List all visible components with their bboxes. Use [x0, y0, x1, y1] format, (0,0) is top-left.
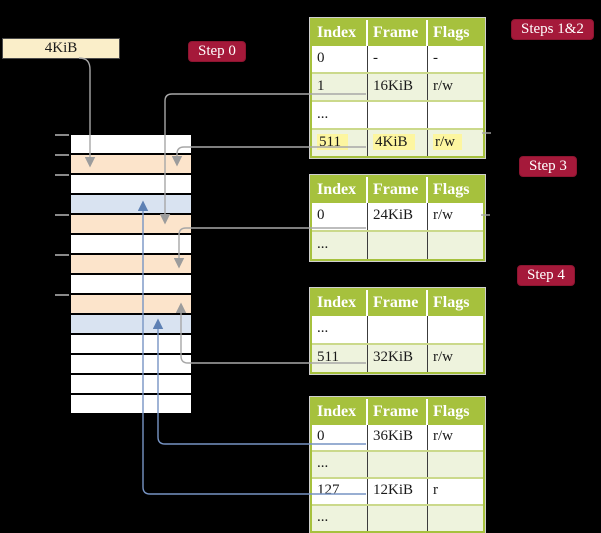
memory-row-plain — [71, 235, 191, 255]
table-cell: 511 — [312, 345, 368, 372]
table-cell: 16KiB — [368, 74, 428, 100]
header-cell: Index — [312, 399, 368, 425]
table-cell — [368, 316, 428, 343]
badge-step-3: Step 3 — [519, 156, 577, 177]
address-tick — [55, 134, 69, 136]
table-cell — [428, 232, 483, 259]
header-cell: Frame — [368, 290, 428, 316]
header-cell: Index — [312, 177, 368, 203]
memory-row-plain — [71, 275, 191, 295]
header-cell: Flags — [433, 181, 470, 198]
table-cell — [368, 102, 428, 128]
header-cell: Flags — [433, 294, 470, 311]
table-cell: 511 — [312, 130, 368, 156]
memory-row-frame — [71, 255, 191, 275]
table-cell: - — [368, 46, 428, 72]
highlighted-value: r/w — [433, 134, 462, 150]
memory-row-frame — [71, 155, 191, 175]
table-cell — [428, 316, 483, 343]
table-cell: r/w — [428, 130, 483, 156]
memory-row-plain — [71, 335, 191, 355]
table-cell: 32KiB — [368, 345, 428, 372]
table-cell: 0 — [312, 425, 368, 450]
address-tick — [55, 254, 69, 256]
memory-row-frame — [71, 295, 191, 315]
table-cell — [368, 506, 428, 531]
address-tick — [55, 174, 69, 176]
address-tick — [55, 214, 69, 216]
table-cell — [368, 452, 428, 477]
table-cell: 24KiB — [368, 203, 428, 230]
memory-row-plain — [71, 355, 191, 375]
header-cell: Flags — [433, 24, 470, 41]
table-row: ... — [312, 452, 483, 479]
memory-row-pagetable — [71, 195, 191, 215]
table-cell: ... — [312, 102, 368, 128]
table-row: ... — [312, 506, 483, 531]
table-cell: ... — [312, 506, 368, 531]
table-cell: 0 — [312, 46, 368, 72]
header-cell: Index — [312, 290, 368, 316]
frame-size-label: 4KiB — [44, 40, 78, 56]
header-cell: Frame — [368, 20, 428, 46]
frame-size-label-box: 4KiB — [2, 38, 120, 59]
header-cell: Flags — [433, 403, 470, 420]
table-cell: r — [428, 479, 483, 504]
table-cell: r/w — [428, 203, 483, 230]
table-cell: 127 — [312, 479, 368, 504]
header-cell: Frame — [368, 399, 428, 425]
table-cell: 12KiB — [368, 479, 428, 504]
table-cell — [428, 452, 483, 477]
address-tick — [55, 294, 69, 296]
header-cell: Frame — [368, 177, 428, 203]
memory-row-plain — [71, 175, 191, 195]
table-cell: 36KiB — [368, 425, 428, 450]
badge-step-0: Step 0 — [188, 41, 246, 62]
table-row: ... — [312, 102, 483, 130]
badge-steps-1-2: Steps 1&2 — [511, 19, 594, 40]
table-cell: r/w — [428, 74, 483, 100]
table-cell: 1 — [312, 74, 368, 100]
table-cell: r/w — [428, 345, 483, 372]
highlighted-value: 511 — [317, 134, 348, 150]
memory-row-plain — [71, 395, 191, 413]
header-cell: Index — [312, 20, 368, 46]
badge-step-4: Step 4 — [517, 265, 575, 286]
memory-row-plain — [71, 135, 191, 155]
memory-row-frame — [71, 215, 191, 235]
table-row: 511 4KiB r/w — [312, 130, 483, 156]
table-cell: 4KiB — [368, 130, 428, 156]
table-cell — [428, 102, 483, 128]
table-cell: ... — [312, 316, 368, 343]
table-cell: ... — [312, 232, 368, 259]
table-cell — [368, 232, 428, 259]
table-cell: r/w — [428, 425, 483, 450]
highlighted-value: 4KiB — [373, 134, 415, 150]
table-cell: - — [428, 46, 483, 72]
table-row: ... — [312, 316, 483, 345]
table-row: 0-- — [312, 46, 483, 74]
memory-row-plain — [71, 375, 191, 395]
table-cell: 0 — [312, 203, 368, 230]
address-tick — [55, 154, 69, 156]
table-cell: ... — [312, 452, 368, 477]
memory-row-pagetable — [71, 315, 191, 335]
table-row: ... — [312, 232, 483, 259]
table-cell — [428, 506, 483, 531]
physical-memory-stack — [69, 133, 193, 415]
